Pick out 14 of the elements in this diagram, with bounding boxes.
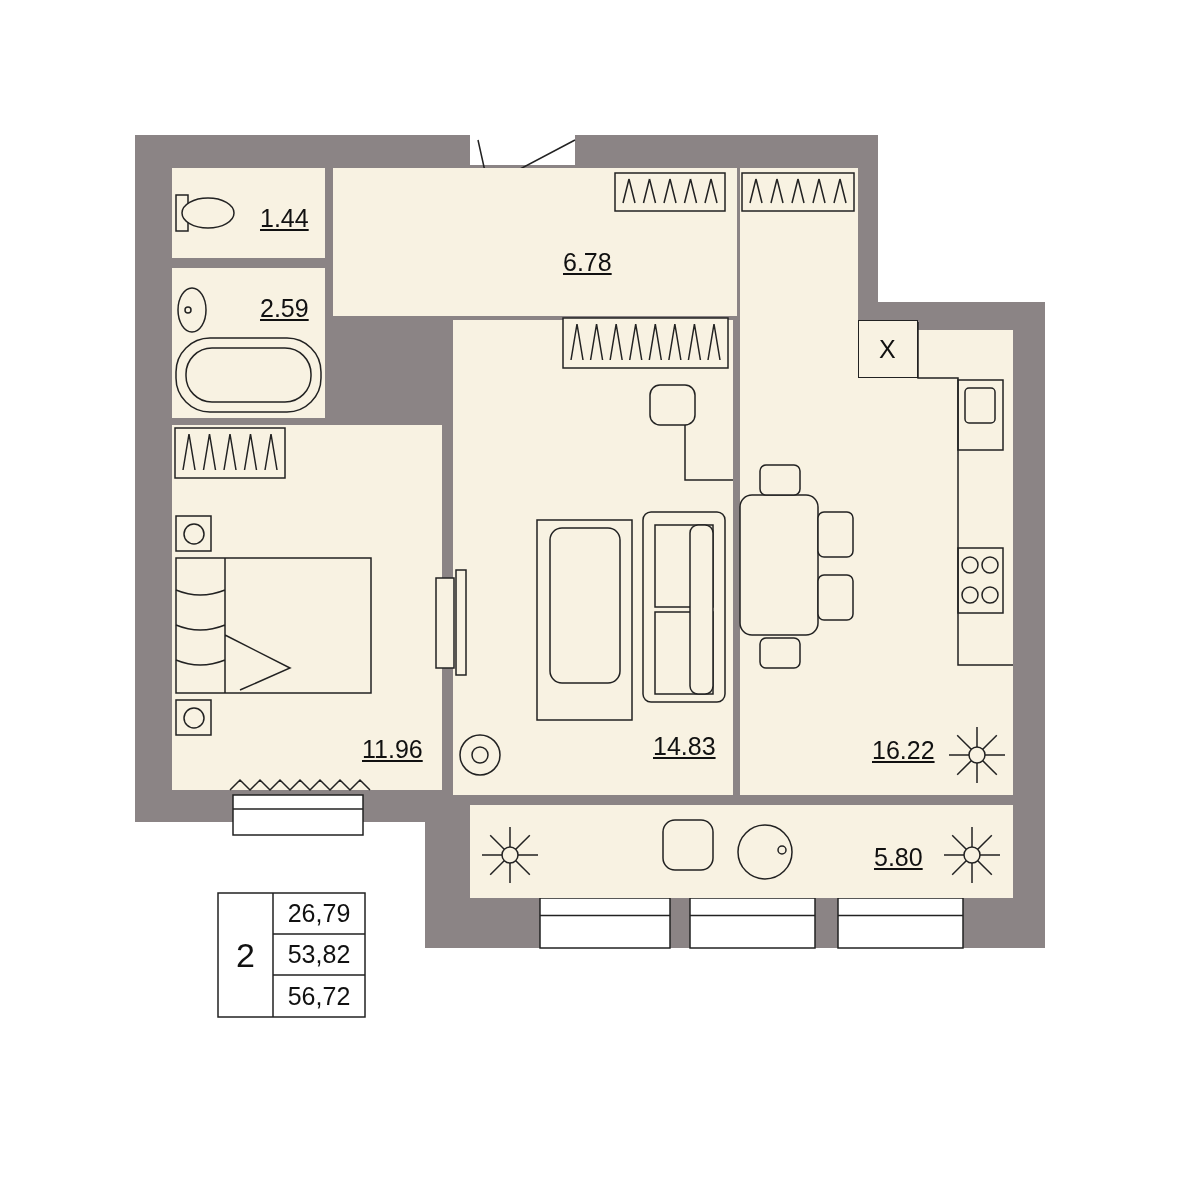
room-count: 2 [236,935,255,975]
room-area: 6.78 [563,248,612,277]
room-floor [333,168,737,316]
room-area: 2.59 [260,294,309,323]
area-value: 26,79 [287,899,351,928]
room-area: 16.22 [872,736,935,765]
fridge-box [858,320,918,378]
room-area: 14.83 [653,732,716,761]
area-value: 53,82 [287,940,351,969]
room-area: 1.44 [260,204,309,233]
appliance-mark: X [879,335,896,364]
room-area: 5.80 [874,843,923,872]
area-value: 56,72 [287,981,351,1011]
room-area: 11.96 [362,735,423,764]
